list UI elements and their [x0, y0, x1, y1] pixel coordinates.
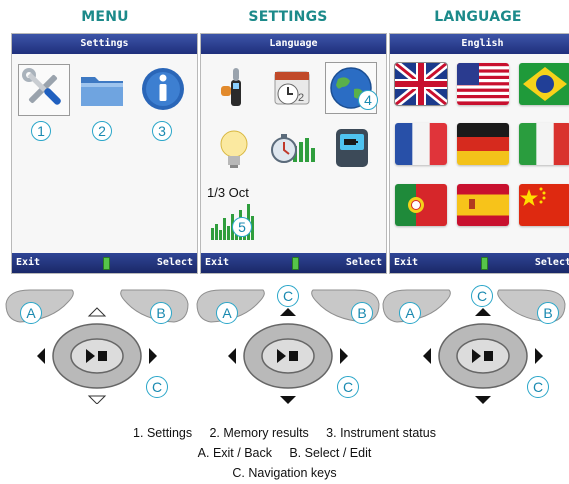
- china-flag-icon[interactable]: [519, 184, 569, 226]
- sound-meter-icon[interactable]: [209, 62, 259, 112]
- screen-header: Language: [201, 34, 386, 54]
- info-icon[interactable]: [138, 64, 188, 114]
- folder-icon[interactable]: [78, 64, 128, 114]
- marker-3: 3: [152, 121, 172, 141]
- date-text: 1/3 Oct: [207, 185, 249, 200]
- right-arrow-icon[interactable]: [535, 348, 543, 364]
- right-arrow-icon[interactable]: [340, 348, 348, 364]
- spain-flag-icon[interactable]: [457, 184, 509, 226]
- italy-flag-icon[interactable]: [519, 123, 569, 165]
- c-key-label: C: [527, 376, 549, 398]
- brazil-flag-icon[interactable]: [519, 63, 569, 105]
- stopwatch-chart-icon[interactable]: [267, 124, 317, 174]
- light-bulb-icon[interactable]: [209, 124, 259, 174]
- svg-text:2: 2: [298, 92, 304, 104]
- exit-softkey-label: Exit: [16, 257, 41, 268]
- down-arrow-icon[interactable]: [475, 396, 491, 404]
- a-key-label: A: [216, 302, 238, 324]
- c-key-label: C: [277, 285, 299, 307]
- up-arrow-icon[interactable]: [280, 308, 296, 316]
- up-arrow-icon[interactable]: [475, 308, 491, 316]
- wrench-screwdriver-icon[interactable]: [18, 64, 70, 116]
- keypad-language: A C B C: [379, 282, 569, 404]
- settings-screen: Language 2 4: [200, 33, 387, 274]
- settings-column-title: SETTINGS: [248, 9, 328, 25]
- left-arrow-icon[interactable]: [37, 348, 45, 364]
- battery-icon: [480, 257, 488, 270]
- marker-5: 5: [232, 217, 252, 237]
- marker-4: 4: [358, 90, 378, 110]
- a-key-label: A: [399, 302, 421, 324]
- language-screen: English: [389, 33, 569, 274]
- play-stop-key[interactable]: [70, 338, 124, 374]
- menu-column-title: MENU: [81, 9, 129, 25]
- c-key-label: C: [337, 376, 359, 398]
- exit-softkey-label: Exit: [394, 257, 419, 268]
- germany-flag-icon[interactable]: [457, 123, 509, 165]
- legend-line-2: A. Exit / Back B. Select / Edit: [197, 446, 372, 460]
- legend-line-3: C. Navigation keys: [232, 466, 337, 480]
- screen-header: English: [390, 34, 569, 54]
- left-arrow-icon[interactable]: [228, 348, 236, 364]
- uk-flag-icon[interactable]: [394, 62, 448, 106]
- legend-line-1: 1. Settings 2. Memory results 3. Instrum…: [133, 426, 436, 440]
- select-softkey-label: Select: [156, 257, 193, 268]
- screen-header: Settings: [12, 34, 197, 54]
- play-stop-key[interactable]: [456, 338, 510, 374]
- c-key-label: C: [146, 376, 168, 398]
- down-arrow-icon[interactable]: [280, 396, 296, 404]
- battery-device-icon[interactable]: [327, 122, 377, 172]
- c-key-label: C: [471, 285, 493, 307]
- keypad-menu: A B C: [2, 282, 192, 404]
- portugal-flag-icon[interactable]: [395, 184, 447, 226]
- select-softkey-label: Select: [345, 257, 382, 268]
- screen-footer: Exit Select: [390, 253, 569, 273]
- marker-2: 2: [92, 121, 112, 141]
- menu-screen: Settings 1 2 3 Exit Select: [11, 33, 198, 274]
- exit-softkey-label: Exit: [205, 257, 230, 268]
- calendar-clock-icon[interactable]: 2: [267, 62, 317, 112]
- b-key-label: B: [537, 302, 559, 324]
- screen-footer: Exit Select: [12, 253, 197, 273]
- us-flag-icon[interactable]: [457, 63, 509, 105]
- right-arrow-icon[interactable]: [149, 348, 157, 364]
- up-arrow-icon[interactable]: [87, 307, 107, 317]
- screen-footer: Exit Select: [201, 253, 386, 273]
- b-key-label: B: [150, 302, 172, 324]
- play-stop-key[interactable]: [261, 338, 315, 374]
- marker-1: 1: [31, 121, 51, 141]
- keypad-settings: A C B C: [193, 282, 383, 404]
- battery-icon: [102, 257, 110, 270]
- battery-icon: [291, 257, 299, 270]
- a-key-label: A: [20, 302, 42, 324]
- left-arrow-icon[interactable]: [423, 348, 431, 364]
- language-column-title: LANGUAGE: [434, 9, 522, 25]
- select-softkey-label: Select: [534, 257, 569, 268]
- down-arrow-icon[interactable]: [87, 395, 107, 404]
- b-key-label: B: [351, 302, 373, 324]
- france-flag-icon[interactable]: [395, 123, 447, 165]
